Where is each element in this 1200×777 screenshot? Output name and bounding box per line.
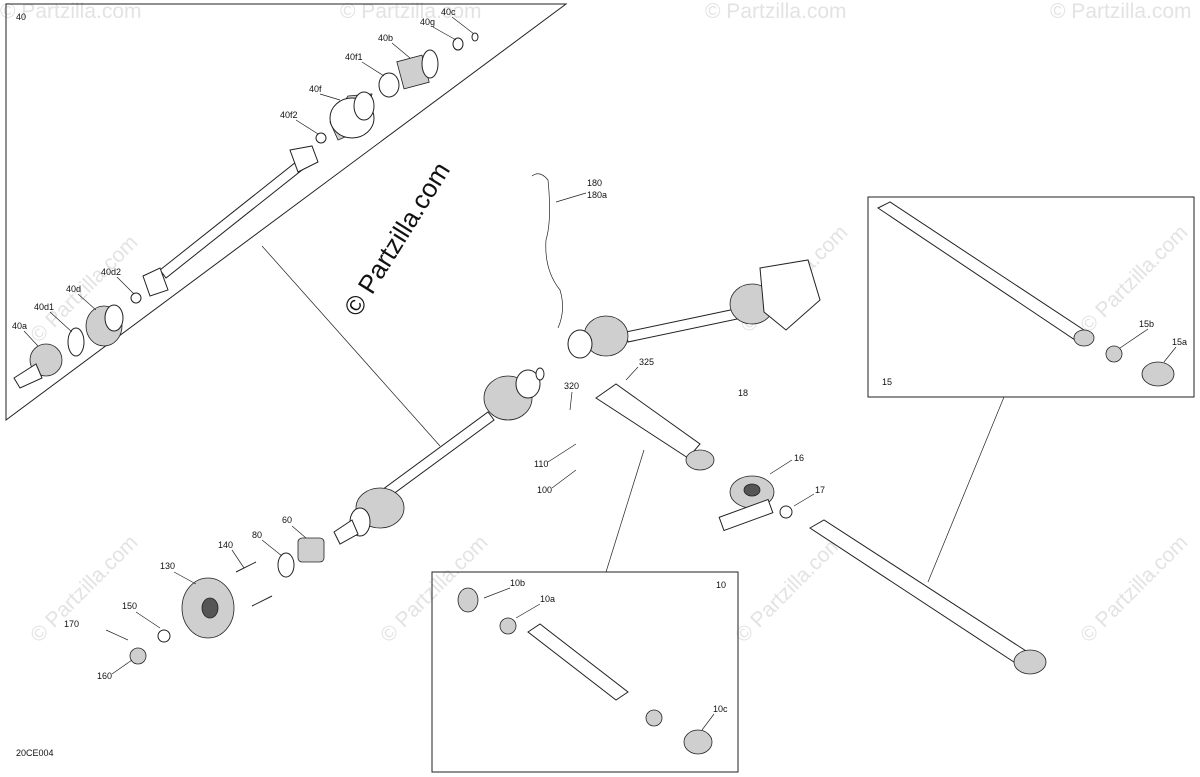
propeller-shaft-main (595, 383, 1047, 675)
callout-40d: 40d (66, 284, 81, 294)
callout-15a: 15a (1172, 337, 1187, 347)
callout-170: 170 (64, 619, 79, 629)
callout-180: 180 (587, 178, 602, 188)
callout-40f2: 40f2 (280, 110, 298, 120)
callout-40d2: 40d2 (101, 267, 121, 277)
callout-10a: 10a (540, 594, 555, 604)
callout-40d1: 40d1 (34, 302, 54, 312)
callout-160: 160 (97, 671, 112, 681)
callout-100: 100 (537, 485, 552, 495)
callout-15b: 15b (1139, 319, 1154, 329)
watermark: © Partzilla.com (26, 231, 142, 347)
watermark: © Partzilla.com (340, 0, 482, 23)
callout-325: 325 (639, 357, 654, 367)
panel-40-leader (261, 245, 441, 447)
panel-15-leader (927, 396, 1005, 583)
panel-15-label: 15 (882, 377, 892, 387)
callout-130: 130 (160, 561, 175, 571)
callout-60: 60 (282, 515, 292, 525)
callout-16: 16 (794, 453, 804, 463)
callout-180a: 180a (587, 190, 607, 200)
panel-40-label: 40 (16, 12, 26, 22)
callout-150: 150 (122, 601, 137, 611)
watermark: © Partzilla.com (376, 531, 492, 647)
callout-40f: 40f (309, 84, 322, 94)
watermark: © Partzilla.com (1076, 531, 1192, 647)
callout-40f1: 40f1 (345, 52, 363, 62)
watermark: © Partzilla.com (1076, 221, 1192, 337)
callout-10c: 10c (713, 704, 728, 714)
watermark: © Partzilla.com (705, 0, 847, 23)
panel-15-frame (867, 196, 1195, 398)
watermark: © Partzilla.com (1050, 0, 1192, 23)
callout-40b: 40b (378, 33, 393, 43)
callout-17: 17 (815, 485, 825, 495)
callout-110: 110 (534, 459, 548, 469)
watermark: © Partzilla.com (731, 531, 847, 647)
front-axle-assembly (105, 173, 821, 665)
callout-18: 18 (738, 388, 748, 398)
panel-40-frame (5, 3, 568, 421)
callout-80: 80 (252, 530, 262, 540)
callout-40c: 40c (441, 7, 456, 17)
callouts-main: 180 180a 325 320 110 100 18 16 17 140 80… (64, 178, 825, 681)
callout-10b: 10b (510, 578, 525, 588)
panel-10-leader (605, 449, 645, 573)
watermark: © Partzilla.com (0, 0, 142, 23)
watermark-main: © Partzilla.com (338, 157, 456, 321)
callout-40g: 40g (420, 17, 435, 27)
callouts-40: 40c 40g 40b 40f1 40f 40f2 40d2 40d 40d1 … (12, 7, 475, 347)
callout-320: 320 (564, 381, 579, 391)
drive-shaft-10 (457, 587, 713, 755)
callout-140: 140 (218, 540, 233, 550)
cv-axle-assembly-40 (13, 32, 479, 389)
drive-shaft-15 (877, 201, 1175, 387)
panel-10-frame (431, 571, 739, 773)
diagram-code: 20CE004 (16, 748, 54, 758)
watermark: © Partzilla.com (26, 531, 142, 647)
panel-10-label: 10 (716, 580, 726, 590)
callout-40a: 40a (12, 321, 27, 331)
